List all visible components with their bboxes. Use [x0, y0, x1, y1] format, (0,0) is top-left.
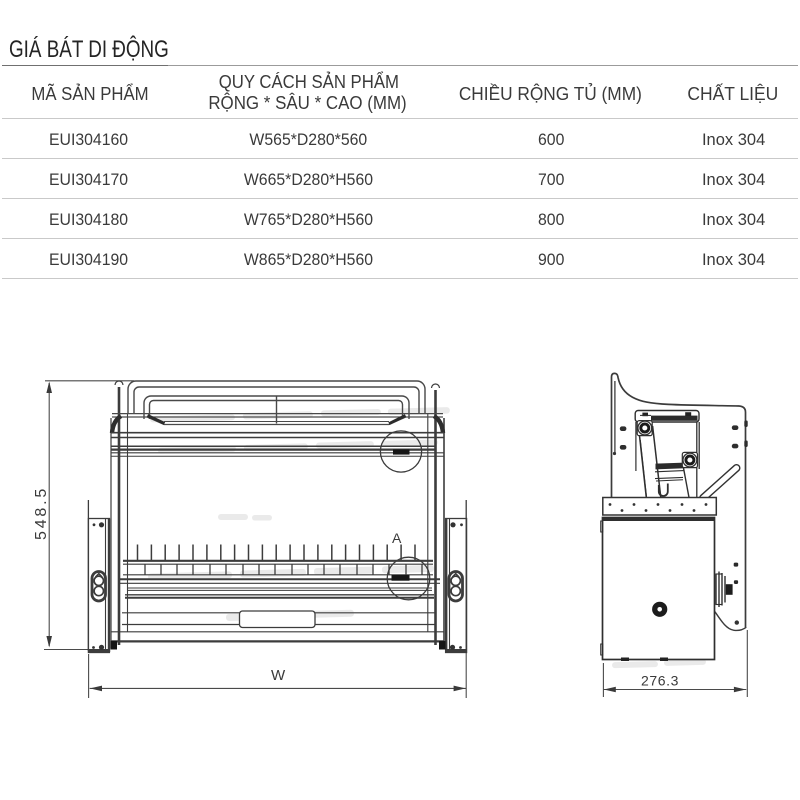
svg-text:276.3: 276.3: [641, 673, 679, 689]
svg-text:W: W: [271, 667, 286, 684]
svg-text:A: A: [392, 530, 402, 546]
svg-text:548.5: 548.5: [33, 486, 50, 540]
